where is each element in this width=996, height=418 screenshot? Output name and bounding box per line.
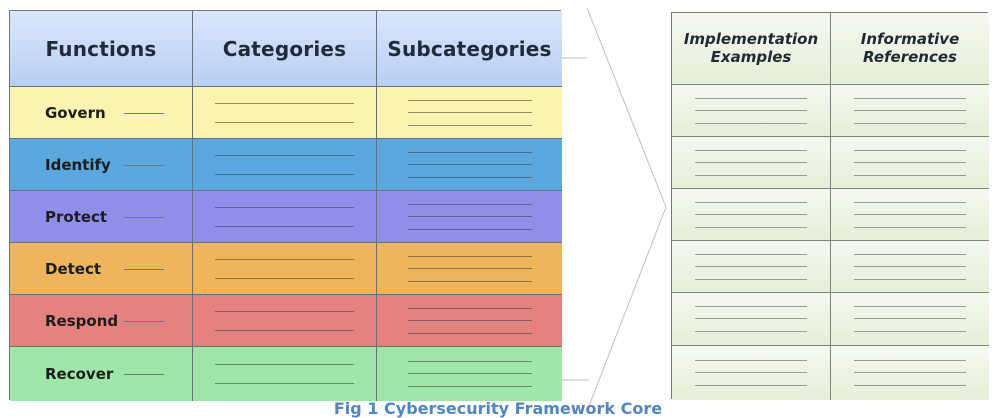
placeholder-lines	[854, 149, 966, 176]
placeholder-lines	[215, 364, 354, 384]
placeholder-lines	[695, 253, 807, 280]
implementation-row-6	[672, 346, 831, 400]
informative-references-header: Informative References	[831, 13, 989, 85]
placeholder-lines	[854, 360, 966, 386]
subcategories-protect	[377, 191, 562, 243]
function-label: Respond	[45, 311, 119, 330]
subcategories-identify	[377, 139, 562, 191]
categories-detect	[193, 243, 377, 295]
placeholder-lines	[695, 149, 807, 176]
placeholder-lines	[695, 97, 807, 124]
implementation-row-1	[672, 85, 831, 137]
function-connector	[124, 374, 164, 375]
function-label: Identify	[45, 155, 111, 174]
implementation-examples-header: Implementation Examples	[672, 13, 831, 85]
placeholder-lines	[408, 307, 532, 334]
function-govern: Govern	[10, 87, 193, 139]
placeholder-lines	[215, 310, 354, 331]
informative-references-label: Informative References	[860, 29, 960, 66]
subcategories-header-label: Subcategories	[387, 36, 552, 61]
placeholder-lines	[408, 361, 532, 387]
reference-row-1	[831, 85, 989, 137]
reference-row-6	[831, 346, 989, 400]
function-detect: Detect	[10, 243, 193, 295]
function-respond: Respond	[10, 295, 193, 347]
placeholder-lines	[854, 97, 966, 124]
placeholder-lines	[408, 99, 532, 126]
lower-diagonal-connector	[588, 206, 667, 407]
placeholder-lines	[854, 306, 966, 332]
figure-caption: Fig 1 Cybersecurity Framework Core	[333, 399, 663, 418]
function-connector	[124, 268, 164, 270]
categories-respond	[193, 295, 377, 347]
placeholder-lines	[695, 201, 807, 228]
upper-diagonal-connector	[586, 7, 667, 208]
categories-header: Categories	[193, 11, 377, 87]
function-connector	[124, 216, 164, 218]
function-connector	[124, 164, 164, 166]
implementation-row-3	[672, 189, 831, 241]
detail-table: Implementation Examples Informative Refe…	[671, 12, 989, 400]
implementation-row-4	[672, 241, 831, 293]
placeholder-lines	[854, 253, 966, 280]
subcategories-govern	[377, 87, 562, 139]
subcategories-header: Subcategories	[377, 11, 562, 87]
placeholder-lines	[695, 360, 807, 386]
functions-table: Functions Categories Subcategories Gover…	[9, 10, 562, 401]
functions-header: Functions	[10, 11, 193, 87]
function-label: Recover	[45, 365, 114, 383]
reference-row-3	[831, 189, 989, 241]
reference-row-2	[831, 137, 989, 189]
implementation-examples-label: Implementation Examples	[683, 29, 819, 66]
categories-govern	[193, 87, 377, 139]
implementation-row-5	[672, 293, 831, 346]
implementation-row-2	[672, 137, 831, 189]
function-connector	[124, 112, 164, 114]
subcategories-respond	[377, 295, 562, 347]
function-label: Detect	[45, 259, 102, 278]
placeholder-lines	[408, 151, 532, 178]
categories-identify	[193, 139, 377, 191]
categories-recover	[193, 347, 377, 401]
placeholder-lines	[215, 258, 354, 279]
placeholder-lines	[215, 154, 354, 175]
placeholder-lines	[215, 206, 354, 227]
reference-row-4	[831, 241, 989, 293]
function-protect: Protect	[10, 191, 193, 243]
categories-header-label: Categories	[222, 36, 347, 61]
function-recover: Recover	[10, 347, 193, 401]
reference-row-5	[831, 293, 989, 346]
functions-header-label: Functions	[45, 36, 157, 61]
placeholder-lines	[854, 201, 966, 228]
function-identify: Identify	[10, 139, 193, 191]
function-label: Govern	[45, 103, 106, 122]
placeholder-lines	[408, 255, 532, 282]
subcategories-detect	[377, 243, 562, 295]
placeholder-lines	[215, 102, 354, 123]
placeholder-lines	[408, 203, 532, 230]
function-label: Protect	[45, 207, 108, 226]
function-connector	[124, 320, 164, 322]
placeholder-lines	[695, 306, 807, 332]
categories-protect	[193, 191, 377, 243]
subcategories-recover	[377, 347, 562, 401]
